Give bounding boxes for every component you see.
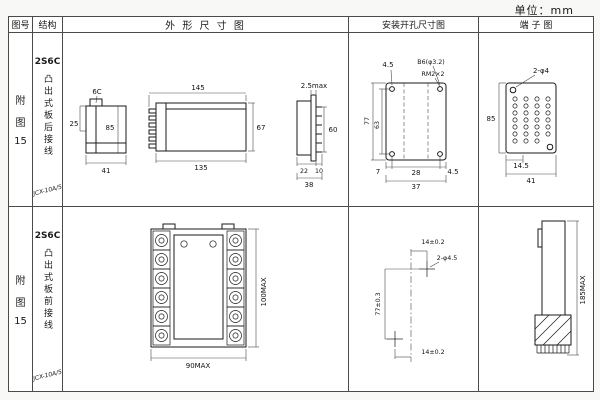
dim-label-28: 28 [412,169,421,177]
dim-label-2phi4: 2-φ4 [533,67,550,75]
row1-terminal-contact-grid [512,96,551,144]
dim-label-67: 67 [257,124,266,132]
dim-label-14-5: 14.5 [513,162,529,170]
row2-fig-number: 15 [14,315,27,327]
row2-fig-char-2: 图 [15,297,26,309]
dim-label-90max: 90MAX [186,362,211,370]
dim-label-b6: B6(φ3.2) [417,59,444,66]
dim-label-37: 37 [412,183,421,191]
header-fig-no: 图号 [9,17,33,33]
dim-label-6c: 6C [92,88,101,96]
row2-mounting-drawing: 14±0.2 2-φ4.5 77±0.3 14±0.2 [375,239,457,362]
row1-outline-dim-lines [79,90,327,180]
row2-structure-text: 凸出式板前接线 [42,248,52,332]
row2-outline-drawing: 90MAX 100MAX [150,223,268,370]
row1-outline-cell: 6C 25 85 41 145 135 67 2.5max 60 22 10 3… [63,33,349,207]
dim-label-135: 135 [194,164,207,172]
dim-label-77: 77±0.3 [375,292,382,315]
row2-outline-front-view [150,223,247,348]
dim-label-22: 22 [300,168,308,175]
row2-mounting-hole-marks [387,261,435,347]
header-structure: 结构 [33,17,63,33]
row2-outline-labels: 90MAX 100MAX [186,277,268,370]
dim-label-4-5-bottom: 4.5 [447,168,458,176]
row2-structure-cell: 2S6C 凸出式板前接线 JCX-10A/5 [33,207,63,391]
row1-fig-char-1: 附 [15,96,26,107]
dim-label-7: 7 [376,168,380,176]
dim-label-41: 41 [527,177,536,185]
row1-fig-cell: 附 图 15 [9,33,33,207]
dim-label-2-5max: 2.5max [301,82,327,90]
row2-outline-dim-lines [150,228,259,361]
header-outline: 外 形 尺 寸 图 [63,17,349,33]
row1-fig-number: 15 [14,136,27,147]
row2-terminal-dim-lines [567,220,579,356]
dim-label-4-5-top: 4.5 [382,61,393,69]
dim-label-185max: 185MAX [579,275,587,304]
row2-mounting-dim-lines [384,250,440,359]
dim-label-63: 63 [374,121,381,129]
row1-outline-front-view [148,102,247,152]
dim-label-145: 145 [191,84,204,92]
dim-label-100max: 100MAX [260,277,268,306]
row1-mounting-cell: 4.5 B6(φ3.2) RM2×2 77 63 7 28 4.5 37 [349,33,479,207]
row2-outline-terminal-columns [152,230,245,346]
row1-outline-drawing: 6C 25 85 41 145 135 67 2.5max 60 22 10 3… [70,82,338,189]
row1-outline-labels: 6C 25 85 41 145 135 67 2.5max 60 22 10 3… [70,82,338,189]
dim-label-41: 41 [102,167,111,175]
row1-mounting-labels: 4.5 B6(φ3.2) RM2×2 77 63 7 28 4.5 37 [364,59,459,191]
row2-terminal-side-view [534,220,572,346]
row1-terminal-labels: 2-φ4 85 14.5 41 [487,67,550,185]
row1-structure-text: 凸出式板后接线 [42,74,52,158]
dim-label-14-top: 14±0.2 [421,239,444,246]
row2-model: 2S6C [34,231,61,241]
row2-outline-cell: 90MAX 100MAX [63,207,349,391]
row1-terminal-dim-lines [498,74,557,177]
dim-label-14-bottom: 14±0.2 [421,349,444,356]
dim-label-85: 85 [487,115,496,123]
unit-label: 单位：mm [514,4,574,17]
row2-terminal-drawing: 185MAX [534,220,587,356]
dim-label-85: 85 [106,124,115,132]
row1-outline-side-view-right [296,94,322,162]
row1-terminal-drawing: 2-φ4 85 14.5 41 [487,67,557,185]
row1-fig-char-2: 图 [15,118,26,129]
dim-label-60: 60 [329,126,338,134]
spec-table: 图号 结构 外 形 尺 寸 图 安装开孔尺寸图 端 子 图 附 图 15 2S6… [8,16,594,392]
row2-terminal-labels: 185MAX [579,275,587,304]
row1-terminal-cell: 2-φ4 85 14.5 41 [479,33,593,207]
dim-label-rm2: RM2×2 [421,71,444,78]
dim-label-77: 77 [364,117,371,125]
row2-mounting-cell: 14±0.2 2-φ4.5 77±0.3 14±0.2 [349,207,479,391]
dim-label-38: 38 [305,181,314,189]
header-mounting: 安装开孔尺寸图 [349,17,479,33]
row2-model-sub: JCX-10A/5 [33,368,63,383]
row2-terminal-hatch [534,314,572,354]
row2-mounting-labels: 14±0.2 2-φ4.5 77±0.3 14±0.2 [375,239,457,356]
dim-label-25: 25 [70,120,79,128]
row1-model: 2S6C [34,57,61,67]
row1-mounting-dashed-lines [403,83,429,160]
row1-structure-cell: 2S6C 凸出式板后接线 JCX-10A/5 [33,33,63,207]
row1-mounting-drawing: 4.5 B6(φ3.2) RM2×2 77 63 7 28 4.5 37 [364,59,459,191]
row1-model-sub: JCX-10A/5 [33,183,63,198]
row2-terminal-cell: 185MAX [479,207,593,391]
row1-mounting-cutout [385,82,447,161]
row1-outline-side-view-left [85,98,127,154]
row2-fig-cell: 附 图 15 [9,207,33,391]
row1-terminal-block [505,82,557,154]
header-terminal: 端 子 图 [479,17,593,33]
dim-label-10: 10 [315,168,323,175]
row1-mounting-dim-lines [371,65,447,183]
dim-label-2phi4-5: 2-φ4.5 [437,255,457,262]
row2-fig-char-1: 附 [15,275,26,287]
